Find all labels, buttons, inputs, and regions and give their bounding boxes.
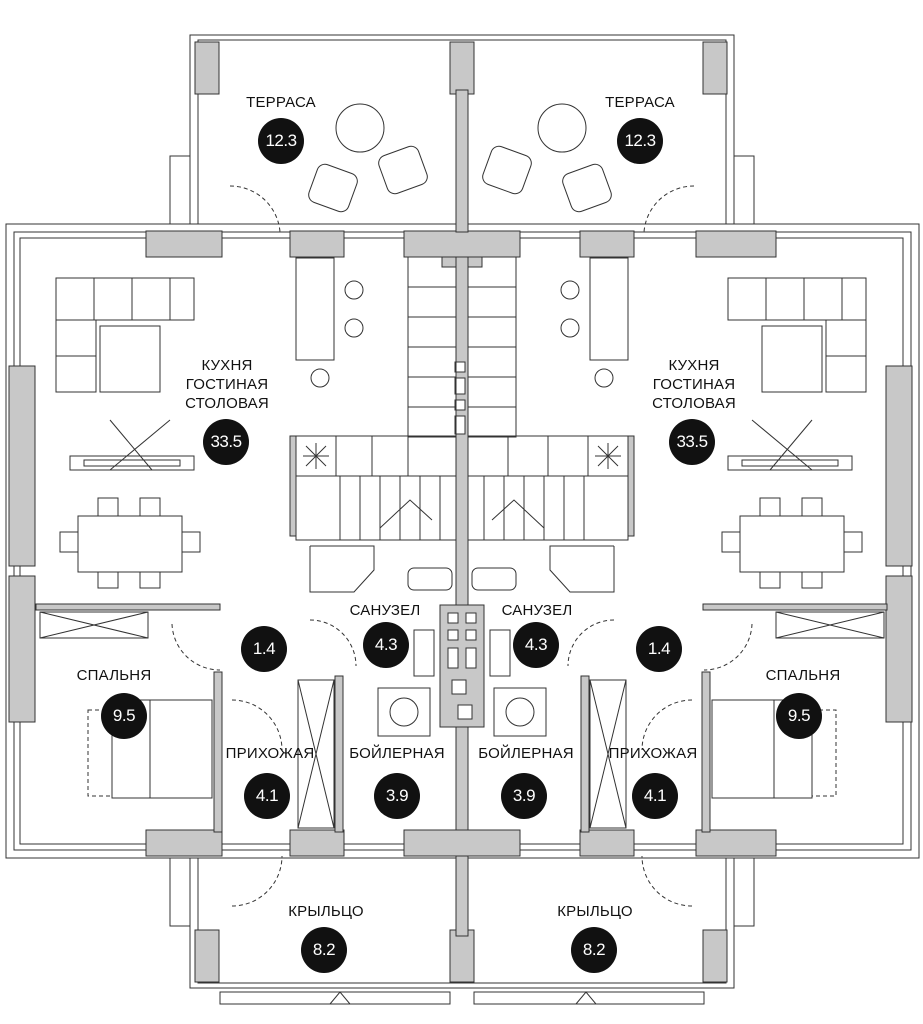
area-badge-boiler-right: 3.9 — [501, 773, 547, 819]
room-label-terrace-right: ТЕРРАСА — [605, 94, 675, 111]
area-badge-entry-left: 4.1 — [244, 773, 290, 819]
area-badge-bathroom-right: 4.3 — [513, 622, 559, 668]
area-badge-bedroom-right: 9.5 — [776, 693, 822, 739]
room-label-terrace-left: ТЕРРАСА — [246, 94, 316, 111]
area-badge-bathroom-left: 4.3 — [363, 622, 409, 668]
area-badge-porch-left: 8.2 — [301, 927, 347, 973]
area-badge-hall-left: 1.4 — [241, 626, 287, 672]
room-label-kitchen-left: КУХНЯ ГОСТИНАЯ СТОЛОВАЯ — [185, 357, 269, 412]
room-label-bedroom-right: СПАЛЬНЯ — [765, 667, 841, 684]
wardrobes — [39, 611, 885, 829]
area-badge-bedroom-left: 9.5 — [101, 693, 147, 739]
room-label-kitchen-right: КУХНЯ ГОСТИНАЯ СТОЛОВАЯ — [652, 357, 736, 412]
beds — [87, 699, 837, 799]
living-furniture — [55, 277, 867, 589]
room-label-bathroom-right: САНУЗЕЛ — [501, 602, 573, 619]
area-badge-terrace-right: 12.3 — [617, 118, 663, 164]
area-badge-entry-right: 4.1 — [632, 773, 678, 819]
room-label-porch-right: КРЫЛЬЦО — [557, 903, 633, 920]
terrace-furniture — [308, 103, 612, 213]
ventilation-shaft — [439, 361, 485, 728]
room-label-porch-left: КРЫЛЬЦО — [288, 903, 364, 920]
bathroom-fixtures — [309, 545, 615, 737]
room-label-boiler-left: БОЙЛЕРНАЯ — [349, 745, 445, 762]
room-label-entry-right: ПРИХОЖАЯ — [608, 745, 698, 762]
room-label-boiler-right: БОЙЛЕРНАЯ — [478, 745, 574, 762]
area-badge-kitchen-left: 33.5 — [203, 419, 249, 465]
area-badge-terrace-left: 12.3 — [258, 118, 304, 164]
kitchen-furniture — [295, 257, 629, 388]
room-label-entry-left: ПРИХОЖАЯ — [225, 745, 315, 762]
wall-blocks — [8, 41, 913, 983]
room-label-bedroom-left: СПАЛЬНЯ — [76, 667, 152, 684]
area-badge-boiler-left: 3.9 — [374, 773, 420, 819]
area-badge-porch-right: 8.2 — [571, 927, 617, 973]
area-badge-hall-right: 1.4 — [636, 626, 682, 672]
door-swings — [171, 185, 753, 907]
area-badge-kitchen-right: 33.5 — [669, 419, 715, 465]
staircase — [295, 256, 629, 541]
room-label-bathroom-left: САНУЗЕЛ — [349, 602, 421, 619]
